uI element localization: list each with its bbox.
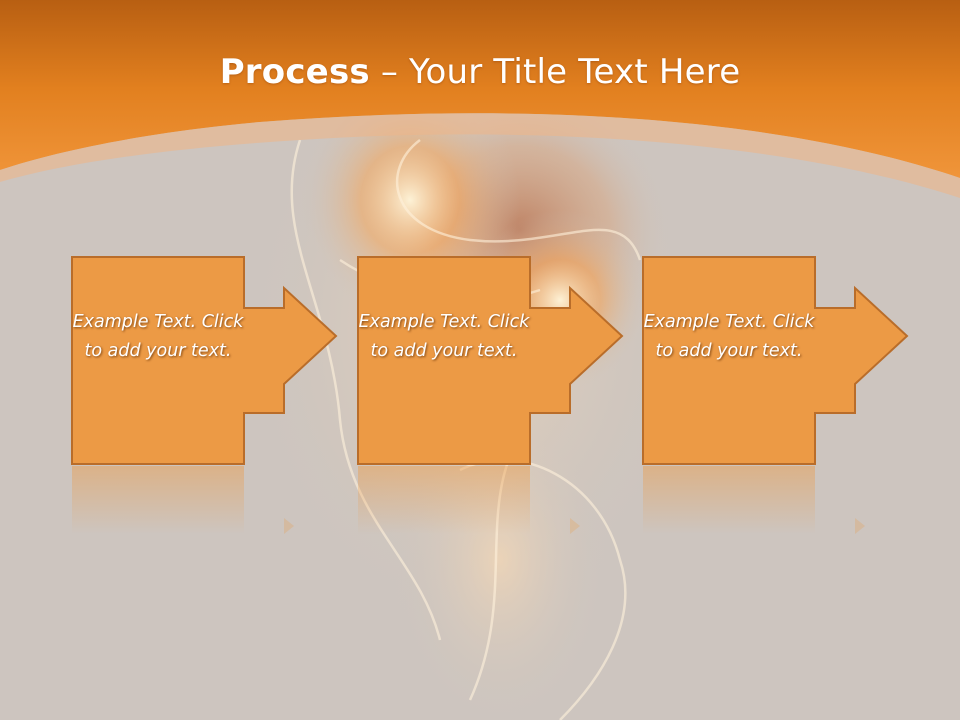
step-text: Example Text. Click to add your text.: [358, 312, 530, 361]
title-bold-word: Process: [219, 52, 370, 92]
process-step-2[interactable]: Example Text. Click to add your text.: [357, 256, 627, 536]
process-step-3[interactable]: Example Text. Click to add your text.: [642, 256, 912, 536]
step-text: Example Text. Click to add your text.: [72, 312, 244, 361]
slide-title[interactable]: Process – Your Title Text Here: [0, 52, 960, 92]
step-text: Example Text. Click to add your text.: [643, 312, 815, 361]
step-arrow-shape: [71, 256, 338, 534]
step-arrow-shape: [642, 256, 909, 534]
process-step-1[interactable]: Example Text. Click to add your text.: [71, 256, 341, 536]
step-arrow-shape: [357, 256, 624, 534]
title-text: – Your Title Text Here: [369, 52, 741, 92]
